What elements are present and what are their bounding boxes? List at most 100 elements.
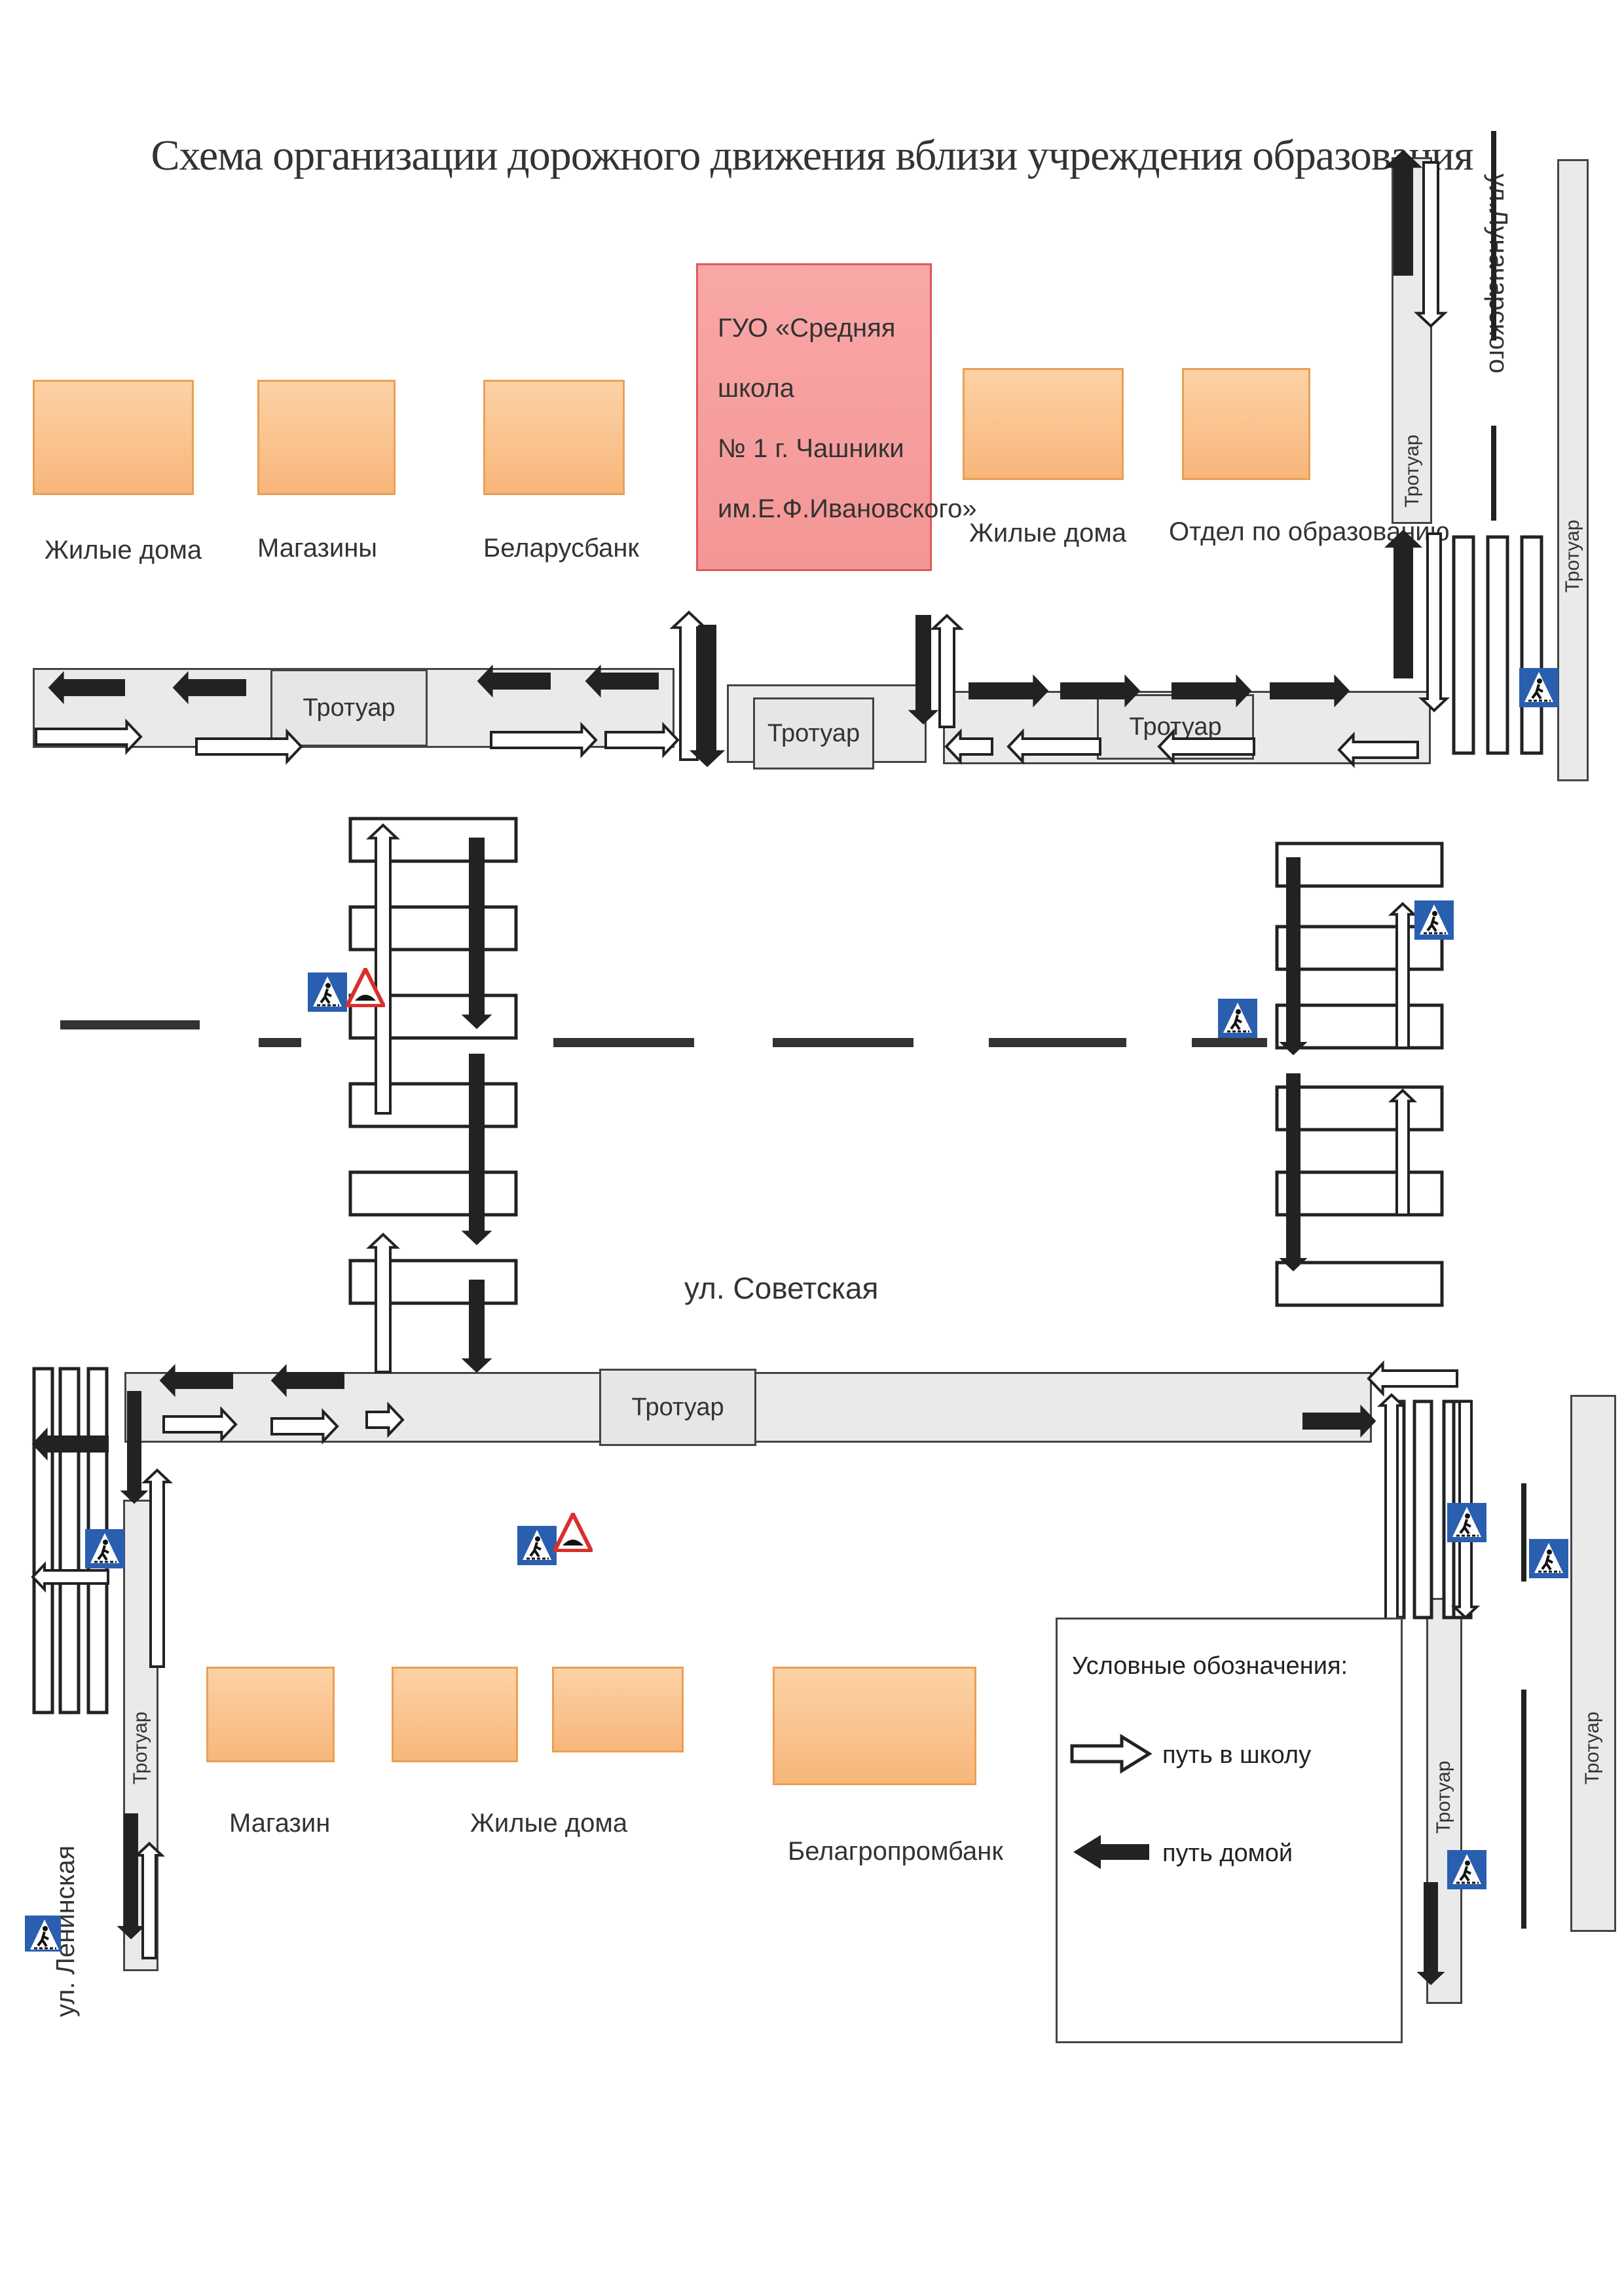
road-centre-line — [1521, 1483, 1526, 1582]
arrow-to-home-icon — [270, 1363, 344, 1398]
arrow-to-school-icon — [1388, 902, 1418, 1049]
zebra-stripe — [58, 1367, 81, 1714]
arrow-to-school-icon — [604, 722, 680, 758]
zebra-stripe — [1275, 1261, 1444, 1307]
pedestrian-crossing-sign-icon — [308, 972, 347, 1012]
pedestrian-crossing-sign-icon — [1447, 1850, 1486, 1889]
legend-box: Условные обозначения: путь в школу путь … — [1056, 1618, 1403, 2043]
building-shops — [257, 380, 396, 495]
zebra-stripe — [1452, 535, 1475, 755]
arrow-to-home-icon — [1384, 149, 1423, 276]
pedestrian-crossing-sign-icon — [85, 1529, 124, 1568]
building-belagroprombank — [773, 1667, 976, 1785]
arrow-to-home-icon — [1416, 1882, 1445, 1986]
zebra-stripe — [1486, 535, 1509, 755]
pedestrian-crossing-sign-icon — [517, 1526, 557, 1565]
building-residential-bottom-1 — [392, 1667, 518, 1762]
arrow-to-home-icon — [477, 664, 551, 698]
arrow-to-home-icon — [1172, 674, 1252, 708]
zebra-stripe — [1275, 925, 1444, 971]
speed-bump-warning-sign-icon — [553, 1513, 593, 1552]
arrow-to-home-icon — [461, 838, 492, 1029]
arrow-to-school-icon — [1414, 161, 1448, 328]
arrow-to-school-icon — [35, 718, 143, 755]
road-centre-line — [60, 1020, 200, 1029]
building-education-dept — [1182, 368, 1310, 480]
road-centre-line — [1521, 1690, 1526, 1929]
arrow-to-school-icon — [366, 1232, 400, 1373]
building-residential-bottom-2 — [552, 1667, 684, 1752]
arrow-to-home-icon — [1279, 1073, 1308, 1272]
arrow-to-home-icon — [1302, 1404, 1376, 1438]
zebra-stripe — [1275, 1170, 1444, 1217]
zebra-stripe — [1275, 1085, 1444, 1132]
road-centre-line — [989, 1038, 1126, 1047]
label-belarusbank: Беларусбанк — [483, 534, 639, 563]
arrow-to-school-icon — [1418, 532, 1450, 713]
arrow-to-school-icon — [669, 610, 709, 761]
road-centre-line — [1491, 426, 1496, 521]
arrow-to-home-icon — [117, 1813, 145, 1940]
arrow-to-home-icon — [689, 625, 726, 768]
legend-to-home: путь домой — [1162, 1840, 1293, 1867]
arrow-to-school-icon — [195, 728, 303, 765]
arrow-to-home-icon — [908, 615, 939, 725]
label-shops: Магазины — [257, 534, 378, 563]
road-centre-line — [259, 1038, 301, 1047]
street-sovetskaya: ул. Советская — [684, 1271, 879, 1305]
arrow-to-school-icon — [1388, 1088, 1418, 1216]
pedestrian-crossing-sign-icon — [1414, 900, 1454, 940]
arrow-to-home-icon — [1384, 529, 1423, 678]
arrow-to-school-icon — [1070, 1734, 1153, 1773]
arrow-to-school-icon — [162, 1406, 238, 1443]
zebra-stripe — [1275, 1003, 1444, 1050]
label-residential-top-1: Жилые дома — [45, 536, 202, 565]
arrow-to-school-icon — [930, 614, 964, 728]
sidewalk-far-right-bottom — [1570, 1395, 1616, 1932]
pedestrian-crossing-sign-icon — [1529, 1539, 1568, 1578]
arrow-to-home-icon — [31, 1427, 109, 1461]
road-centre-line — [1491, 131, 1496, 341]
arrow-to-home-icon — [1270, 674, 1350, 708]
legend-to-school: путь в школу — [1162, 1741, 1312, 1769]
zebra-stripe — [1412, 1399, 1433, 1620]
zebra-stripe — [1275, 842, 1444, 888]
sidewalk-label-bottom: Тротуар — [599, 1369, 756, 1446]
arrow-to-home-icon — [1279, 857, 1308, 1056]
label-belagroprombank: Белагропромбанк — [788, 1837, 1003, 1866]
arrow-to-school-icon — [1006, 728, 1101, 765]
arrow-to-school-icon — [366, 823, 400, 1115]
arrow-to-school-icon — [944, 728, 993, 765]
road-centre-line — [1192, 1038, 1267, 1047]
arrow-to-school-icon — [141, 1468, 174, 1668]
school-name-line-1: ГУО «Средняя школа — [718, 314, 896, 403]
diagram-title: Схема организации дорожного движения вбл… — [151, 132, 1474, 179]
arrow-to-school-icon — [490, 722, 598, 758]
pedestrian-crossing-sign-icon — [25, 1916, 61, 1952]
road-centre-line — [773, 1038, 913, 1047]
legend-title: Условные обозначения: — [1072, 1652, 1348, 1680]
arrow-to-school-icon — [133, 1842, 166, 1959]
arrow-to-school-icon — [270, 1408, 339, 1445]
arrow-to-home-icon — [461, 1280, 492, 1373]
arrow-to-home-icon — [585, 664, 659, 698]
arrow-to-school-icon — [1376, 1393, 1407, 1632]
arrow-to-home-icon — [159, 1363, 233, 1398]
zebra-stripe — [1520, 535, 1543, 755]
school-name-line-2: № 1 г. Чашники — [718, 434, 904, 463]
arrow-to-home-icon — [969, 674, 1049, 708]
sidewalk-right-bottom — [1426, 1598, 1462, 2004]
sidewalk-label-top-2: Тротуар — [753, 697, 874, 769]
arrow-to-school-icon — [1157, 728, 1255, 765]
zebra-stripe — [32, 1367, 54, 1714]
label-residential-bottom: Жилые дома — [470, 1809, 628, 1838]
building-residential-top-2 — [963, 368, 1124, 480]
arrow-to-home-icon — [48, 671, 125, 705]
pedestrian-crossing-sign-icon — [1218, 999, 1257, 1038]
arrow-to-home-icon — [1060, 674, 1141, 708]
building-residential-top-1 — [33, 380, 194, 495]
building-belarusbank — [483, 380, 625, 495]
road-centre-line — [553, 1038, 694, 1047]
speed-bump-warning-sign-icon — [346, 968, 385, 1007]
arrow-to-school-icon — [1337, 731, 1419, 768]
